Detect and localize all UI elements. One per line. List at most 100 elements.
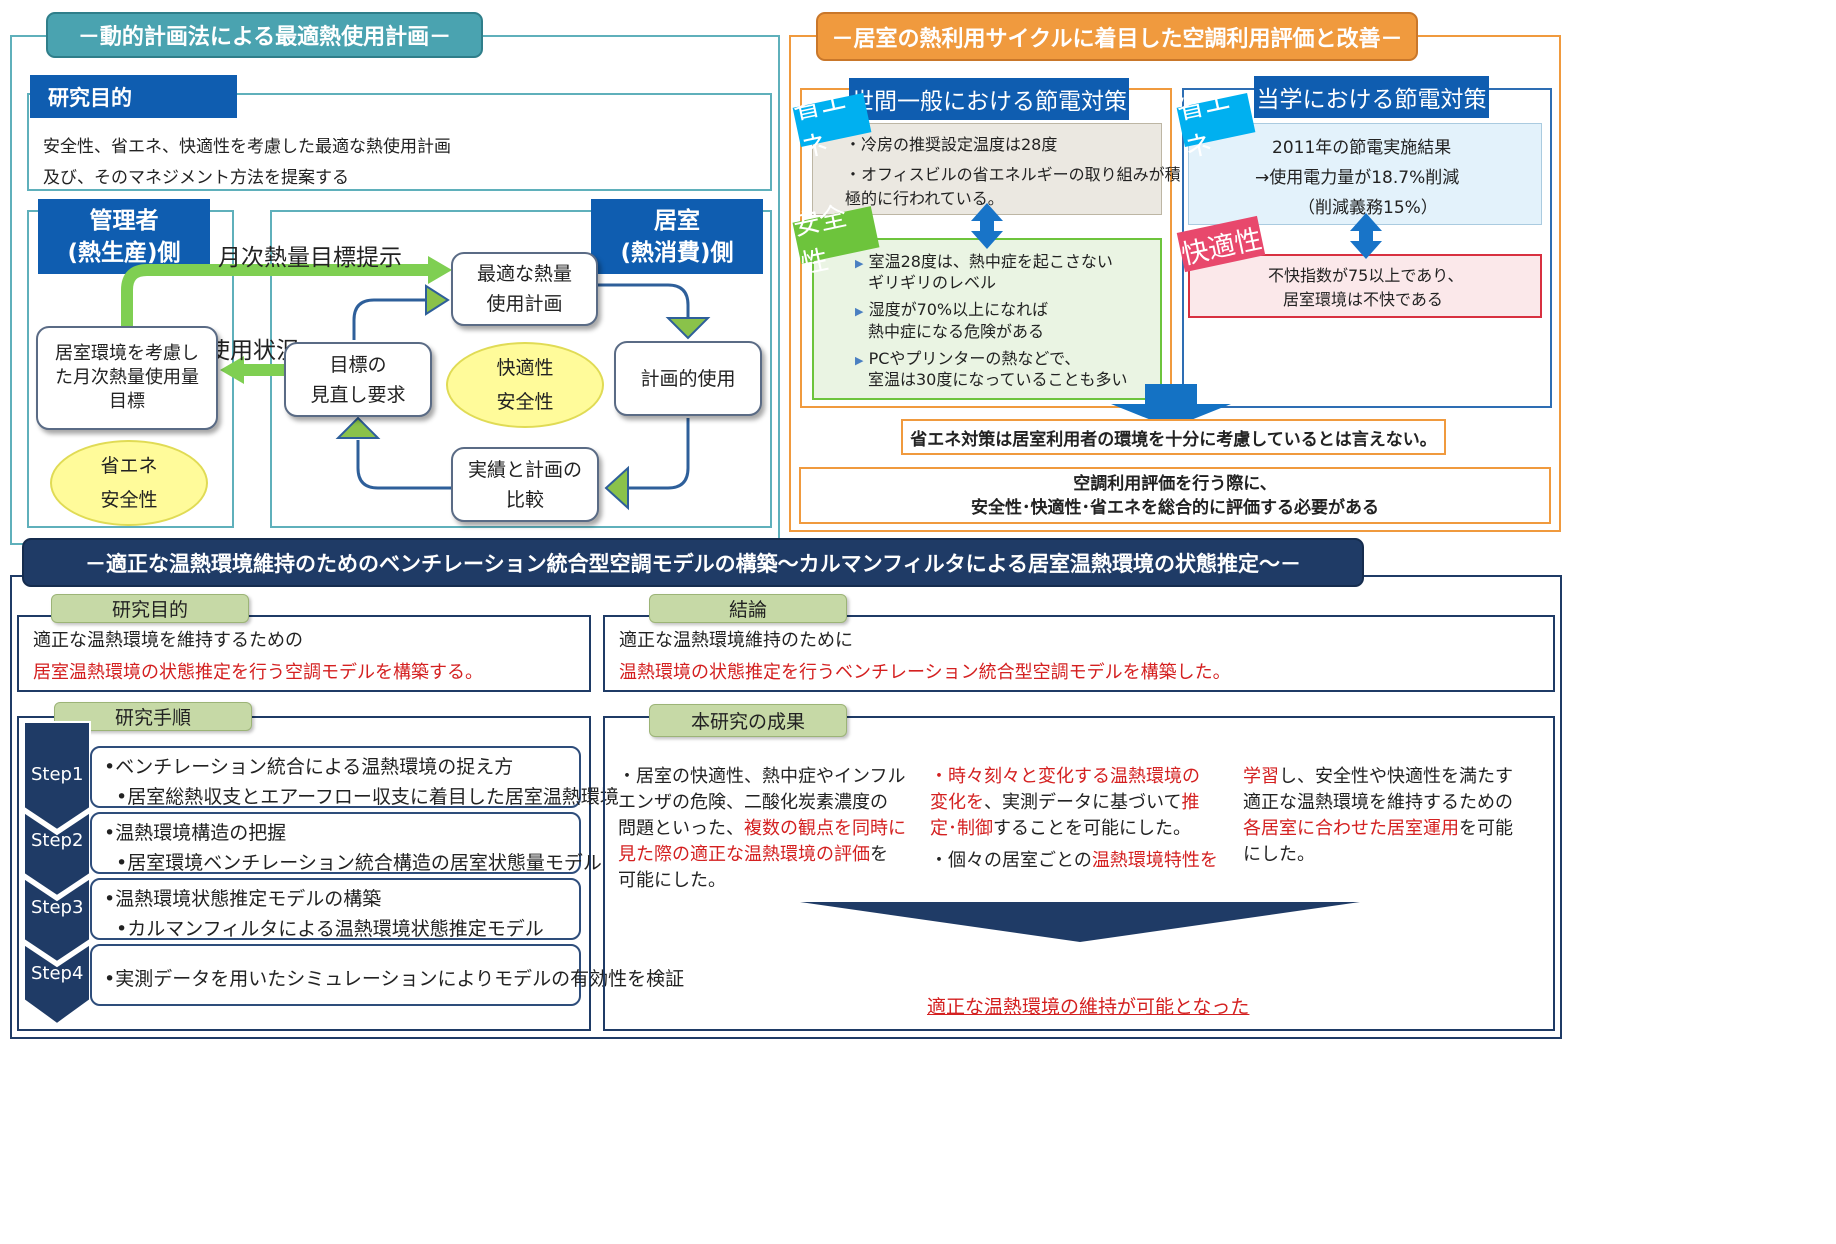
monthly-target-arrow [121,264,430,326]
step1-row: •ベンチレーション統合による温熱環境の捉え方 •居室総熱収支とエアーフロー収支に… [90,746,619,808]
step3-row: •温熱環境状態推定モデルの構築 •カルマンフィルタによる温熱環境状態推定モデル [90,878,581,940]
ventilation-title: －適正な温熱環境維持のためのベンチレーション統合型空調モデルの構築～カルマンフィ… [22,538,1364,587]
general-energy-line-2: ・オフィスビルの省エネルギーの取り組みが積 [845,165,1181,184]
step2-line-2: •居室環境ベンチレーション統合構造の居室状態量モデル [116,852,602,874]
manager-ellipse: 省エネ 安全性 [50,440,208,526]
step2-line-1: •温熱環境構造の把握 [104,822,287,844]
manager-box-line-1: 居室環境を考慮し [55,343,199,364]
school-comfort-line-2: 居室環境は不快である [1283,290,1443,309]
step2-label: Step2 [31,830,84,851]
col3-line-1: 学習し、安全性や快適性を満たす [1243,762,1513,788]
results-box [603,716,1555,1031]
double-arrow-school [1350,213,1382,259]
col1-line-3-b: 複数の観点を同時に [744,818,906,839]
general-energy-box [812,123,1162,215]
cycle-head-use-to-compare [604,465,629,511]
procedure-label: 研究手順 [54,702,252,731]
dynamic-purpose-label: 研究目的 [30,75,237,118]
bullet-2-icon: ▶ [855,305,864,318]
col2-line-3-b: することを可能にした。 [993,818,1191,839]
general-safety-2b: 熱中症になる危険がある [868,322,1045,341]
school-measures-title: 当学における節電対策 [1254,76,1489,118]
compare-line-2: 比較 [505,488,544,511]
results-label: 本研究の成果 [649,704,847,737]
col2-line-1-a: ・ [930,766,948,787]
col3-line-3-b: を可能 [1459,818,1513,839]
monthly-target-label: 月次熱量目標提示 [218,245,402,271]
heat-cycle-need: 空調利用評価を行う際に、 安全性･快適性･省エネを総合的に評価する必要がある [799,467,1551,524]
need-line-1: 空調利用評価を行う際に、 [1073,473,1277,494]
manager-target-box: 居室環境を考慮し た月次熱量使用量 目標 [36,326,218,430]
room-ellipse-line-1: 快適性 [496,357,554,379]
cycle-head-review-to-plan [425,284,450,316]
general-safety-3a: ▶ PCやプリンターの熱などで、 [855,345,1080,369]
room-label-line-1: 居室 [654,207,700,234]
manager-ellipse-line-1: 省エネ [100,455,158,477]
manager-box-line-2: た月次熱量使用量 [55,367,199,388]
general-energy-line-1: ・冷房の推奨設定温度は28度 [845,135,1058,154]
vent-conclusion-box [603,615,1555,692]
step1-chevron [23,721,91,832]
bullet-3-icon: ▶ [855,354,864,367]
vent-conclusion-line-2: 温熱環境の状態推定を行うベンチレーション統合型空調モデルを構築した。 [619,662,1231,683]
heat-cycle-conclusion: 省エネ対策は居室利用者の環境を十分に考慮しているとは言えない。 [901,419,1446,455]
room-side-label: 居室 (熱消費)側 [591,199,763,274]
compare-box: 実績と計画の 比較 [451,447,599,522]
school-comfort-line-1: 不快指数が75以上であり、 [1268,266,1464,285]
step3-line-2: •カルマンフィルタによる温熱環境状態推定モデル [116,918,544,940]
col1-line-1: ・居室の快適性、熱中症やインフル [618,766,906,787]
school-energy-line-2: →使用電力量が18.7%削減 [1255,168,1460,188]
school-energy-line-1: 2011年の節電実施結果 [1272,138,1452,158]
vent-conclusion-label: 結論 [649,594,847,623]
monthly-target-arrowhead [428,256,452,284]
step2-row: •温熱環境構造の把握 •居室環境ベンチレーション統合構造の居室状態量モデル [90,812,602,874]
cycle-head-compare-to-review [335,416,381,439]
dynamic-plan-title: －動的計画法による最適熱使用計画－ [46,12,483,58]
col1-line-4: 見た際の適正な温熱環境の評価を [618,840,888,866]
cycle-line-plan-to-use [598,283,690,318]
vent-purpose-box [17,615,591,692]
room-ellipse: 快適性 安全性 [446,342,604,428]
cycle-head-plan-to-use [665,317,711,340]
step1-line-2: •居室総熱収支とエアーフロー収支に着目した居室温熱環境 [116,786,619,808]
double-arrow-general [971,203,1003,249]
step2-chevron [23,810,91,898]
col2-line-2-b: 、実測データに基づいて [984,792,1182,813]
vent-purpose-label: 研究目的 [51,594,249,623]
manager-ellipse-line-2: 安全性 [100,489,158,511]
general-safety-1a-text: 室温28度は、熱中症を起こさない [868,252,1113,271]
cycle-line-use-to-compare [628,418,690,490]
school-energy-line-3: （削減義務15%） [1298,198,1438,218]
vent-purpose-line-1: 適正な温熱環境を維持するための [33,630,303,651]
col2-line-4-b: 温熱環境特性を [1091,850,1218,871]
review-line-1: 目標の [329,353,387,376]
optimal-plan-box: 最適な熱量 使用計画 [451,252,598,326]
usage-arrowhead [220,356,244,384]
manager-label-line-2: (熱生産)側 [67,239,181,266]
review-box: 目標の 見直し要求 [284,342,432,417]
step4-row: •実測データを用いたシミュレーションによりモデルの有効性を検証 [90,944,684,1006]
optimal-plan-line-2: 使用計画 [486,293,563,315]
dynamic-purpose-box [27,93,772,191]
dynamic-purpose-line-1: 安全性、省エネ、快適性を考慮した最適な熱使用計画 [43,137,451,157]
cycle-line-compare-to-review [356,440,452,490]
planned-use-box: 計画的使用 [614,341,762,416]
cycle-line-review-to-plan [352,298,428,340]
school-comfort-box [1188,254,1542,318]
col1-line-4-a: 見た際の適正な温熱環境の評価 [618,844,870,865]
col2-line-2-c: 推 [1181,792,1200,813]
col3-line-4: にした。 [1243,844,1315,865]
col1-line-3: 問題といった、複数の観点を同時に [618,814,906,840]
col1-line-2: エンザの危険、二酸化炭素濃度の [618,792,888,813]
final-result: 適正な温熱環境の維持が可能となった [927,996,1250,1018]
review-line-2: 見直し要求 [310,383,406,406]
vent-purpose-line-2: 居室温熱環境の状態推定を行う空調モデルを構築する。 [33,662,483,683]
col1-line-4-b: を [870,844,888,865]
col1-line-5: 可能にした。 [618,870,726,891]
step1-line-1: •ベンチレーション統合による温熱環境の捉え方 [104,756,514,778]
results-down-triangle [800,902,1360,942]
compare-line-1: 実績と計画の [467,458,582,481]
general-safety-2a-text: 湿度が70%以上になれば [868,300,1049,319]
